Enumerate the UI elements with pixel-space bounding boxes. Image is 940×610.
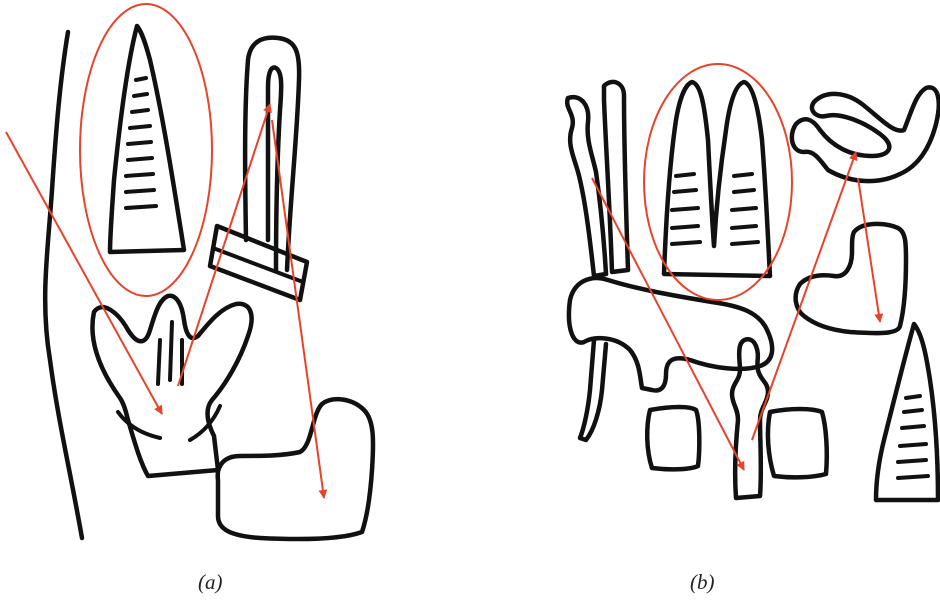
panel-b [567,64,939,500]
square-glyph-1 [647,407,699,469]
narrow-bar-glyph [604,82,628,272]
pipe-leg-glyph [580,340,606,440]
rounded-block-glyph [218,399,373,539]
square-glyph-2 [768,409,827,477]
arrow-b3 [858,178,880,322]
wavy-strip-glyph [567,97,606,276]
claw-glyph [92,296,251,476]
arrow-a2 [178,104,270,386]
hook-glyph [792,87,939,181]
double-triangle-glyph [664,82,770,276]
wall-edge-line [45,32,82,538]
corner-block-glyph [796,224,906,333]
caption-b: (b) [690,570,715,595]
triangle-glyph-a [110,26,184,252]
hairpin-loop-glyph [210,38,307,300]
panel-a [6,4,373,539]
triangle-glyph-b [876,324,938,500]
caption-a: (a) [198,570,223,595]
arrow-a3 [272,120,324,498]
